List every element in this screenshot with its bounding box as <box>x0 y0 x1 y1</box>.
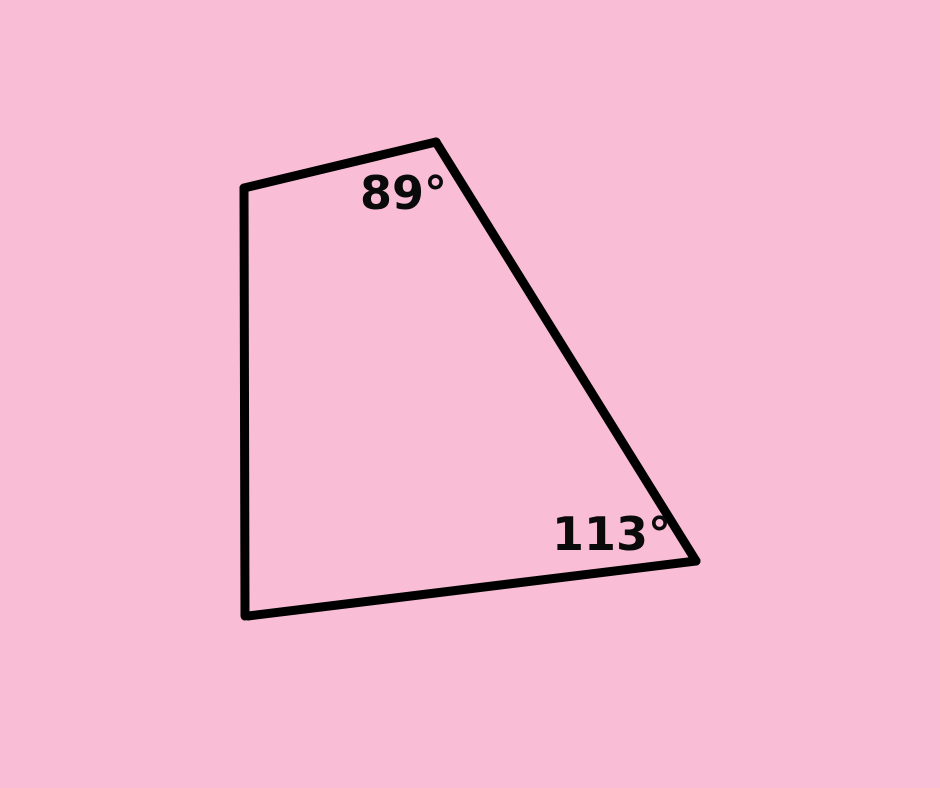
side-bottom <box>243 556 701 621</box>
side-right <box>431 137 701 566</box>
side-left <box>239 183 250 621</box>
angle-label-right: 113° <box>552 507 671 561</box>
side-top <box>239 137 441 193</box>
angle-label-top: 89° <box>360 166 447 220</box>
